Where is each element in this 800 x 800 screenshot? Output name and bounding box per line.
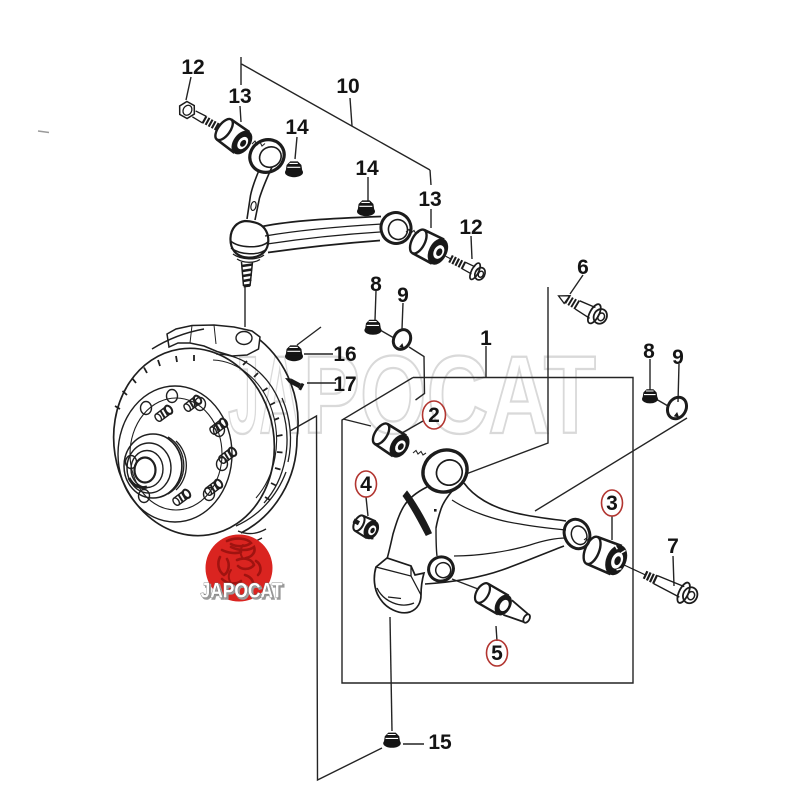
svg-text:9: 9 xyxy=(672,346,684,369)
svg-text:JAPOCAT: JAPOCAT xyxy=(202,581,284,604)
svg-text:7: 7 xyxy=(667,535,679,558)
svg-text:14: 14 xyxy=(285,116,309,139)
svg-text:12: 12 xyxy=(181,56,204,79)
svg-text:2: 2 xyxy=(428,404,440,427)
svg-text:JAPOCAT: JAPOCAT xyxy=(201,580,283,603)
svg-text:14: 14 xyxy=(355,157,379,180)
svg-text:8: 8 xyxy=(643,340,655,363)
svg-text:9: 9 xyxy=(397,284,409,307)
svg-text:13: 13 xyxy=(418,188,441,211)
svg-text:4: 4 xyxy=(360,473,372,496)
svg-text:12: 12 xyxy=(459,216,482,239)
svg-text:1: 1 xyxy=(480,327,492,350)
svg-text:13: 13 xyxy=(228,85,251,108)
svg-text:6: 6 xyxy=(577,256,589,279)
svg-text:15: 15 xyxy=(428,731,452,754)
svg-text:3: 3 xyxy=(606,492,618,515)
svg-text:10: 10 xyxy=(336,75,359,98)
svg-text:5: 5 xyxy=(491,642,503,665)
svg-text:17: 17 xyxy=(333,373,356,396)
svg-text:8: 8 xyxy=(370,273,382,296)
svg-text:16: 16 xyxy=(333,343,356,366)
